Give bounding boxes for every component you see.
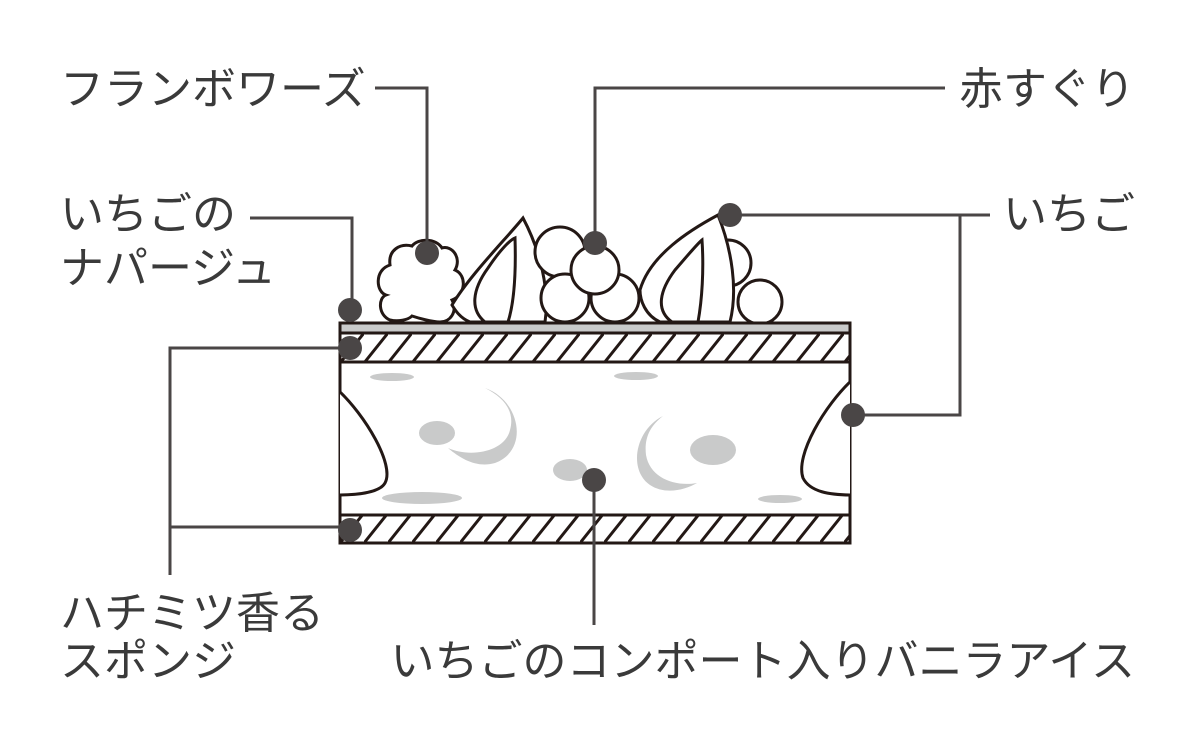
label-vanilla-ice: いちごのコンポート入りバニラアイス <box>391 636 1135 687</box>
leader-lines <box>168 86 990 625</box>
strawberry-half-right <box>800 379 850 497</box>
sponge-layer-top <box>338 331 852 364</box>
label-nappage-2: ナパージュ <box>60 243 276 294</box>
framboise-shape <box>376 238 465 324</box>
label-nappage-1: いちごの <box>60 189 236 240</box>
strawberry-inner <box>659 237 705 324</box>
label-sponge-1: ハチミツ香る <box>60 588 324 639</box>
fruit-topping <box>376 212 784 326</box>
callout-dots <box>338 203 865 542</box>
strawberry-half-left <box>340 389 389 497</box>
strawberry-inner <box>473 235 517 324</box>
label-strawberry: いちご <box>1003 189 1135 240</box>
label-sponge-2: スポンジ <box>60 636 236 687</box>
berry <box>736 278 784 326</box>
label-framboise: フランボワーズ <box>60 64 366 115</box>
ice-inclusions <box>340 372 850 504</box>
label-redcurrant: 赤すぐり <box>959 64 1135 115</box>
